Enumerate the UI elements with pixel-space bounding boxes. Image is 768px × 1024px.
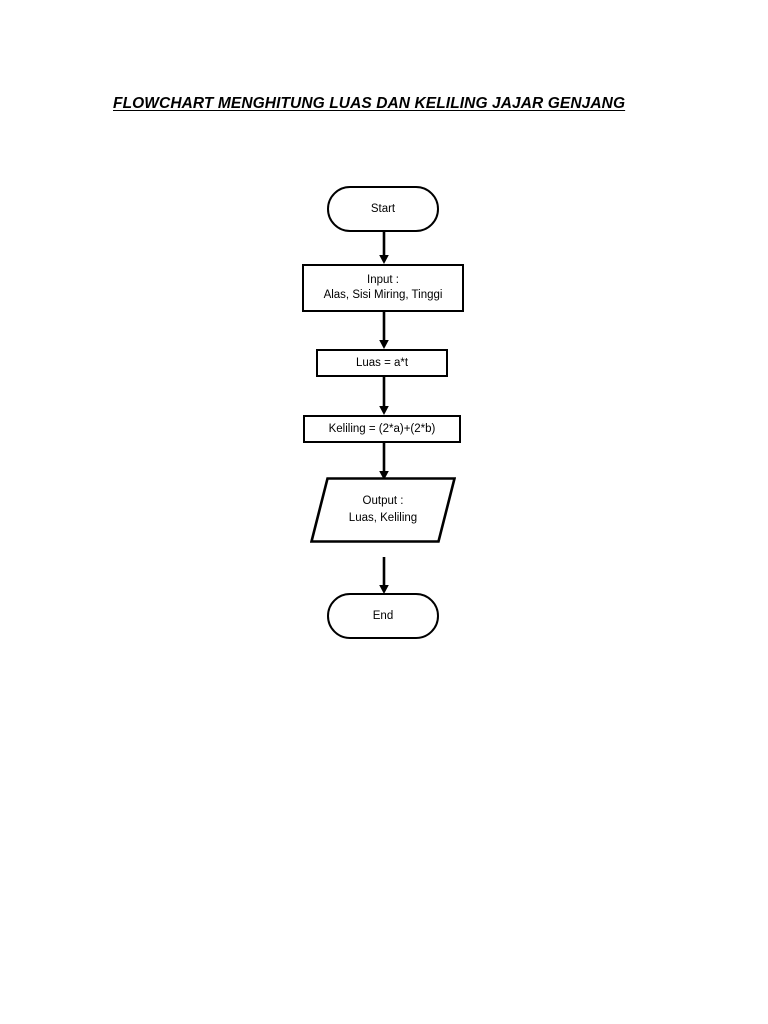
flow-edge-input-to-luas xyxy=(374,311,394,350)
flow-node-output-label-line2: Luas, Keliling xyxy=(348,512,418,524)
flow-node-keliling-label: Keliling = (2*a)+(2*b) xyxy=(328,422,436,435)
flow-node-output-label-line1: Output : xyxy=(362,495,404,507)
parallelogram-shape xyxy=(310,477,456,543)
flow-node-end[interactable]: End xyxy=(327,593,439,639)
page-title: FLOWCHART MENGHITUNG LUAS DAN KELILING J… xyxy=(113,95,626,112)
flow-node-output[interactable]: Output : Luas, Keliling xyxy=(310,477,456,543)
flow-edge-output-to-end xyxy=(374,557,394,595)
flow-node-luas-label: Luas = a*t xyxy=(355,356,409,369)
flow-node-input-label-line2: Alas, Sisi Miring, Tinggi xyxy=(323,289,443,301)
flow-node-start[interactable]: Start xyxy=(327,186,439,232)
flow-node-input-label-line1: Input : xyxy=(367,274,399,286)
flow-edge-luas-to-keliling xyxy=(374,376,394,416)
flow-node-luas[interactable]: Luas = a*t xyxy=(316,349,448,377)
flow-node-input[interactable]: Input : Alas, Sisi Miring, Tinggi xyxy=(302,264,464,312)
flow-edge-keliling-to-output xyxy=(374,442,394,481)
flow-node-keliling[interactable]: Keliling = (2*a)+(2*b) xyxy=(303,415,461,443)
flow-edge-start-to-input xyxy=(374,231,394,265)
flow-node-output-labels: Output : Luas, Keliling xyxy=(310,477,456,543)
flow-node-start-label: Start xyxy=(370,202,396,215)
flow-node-end-label: End xyxy=(372,609,394,622)
